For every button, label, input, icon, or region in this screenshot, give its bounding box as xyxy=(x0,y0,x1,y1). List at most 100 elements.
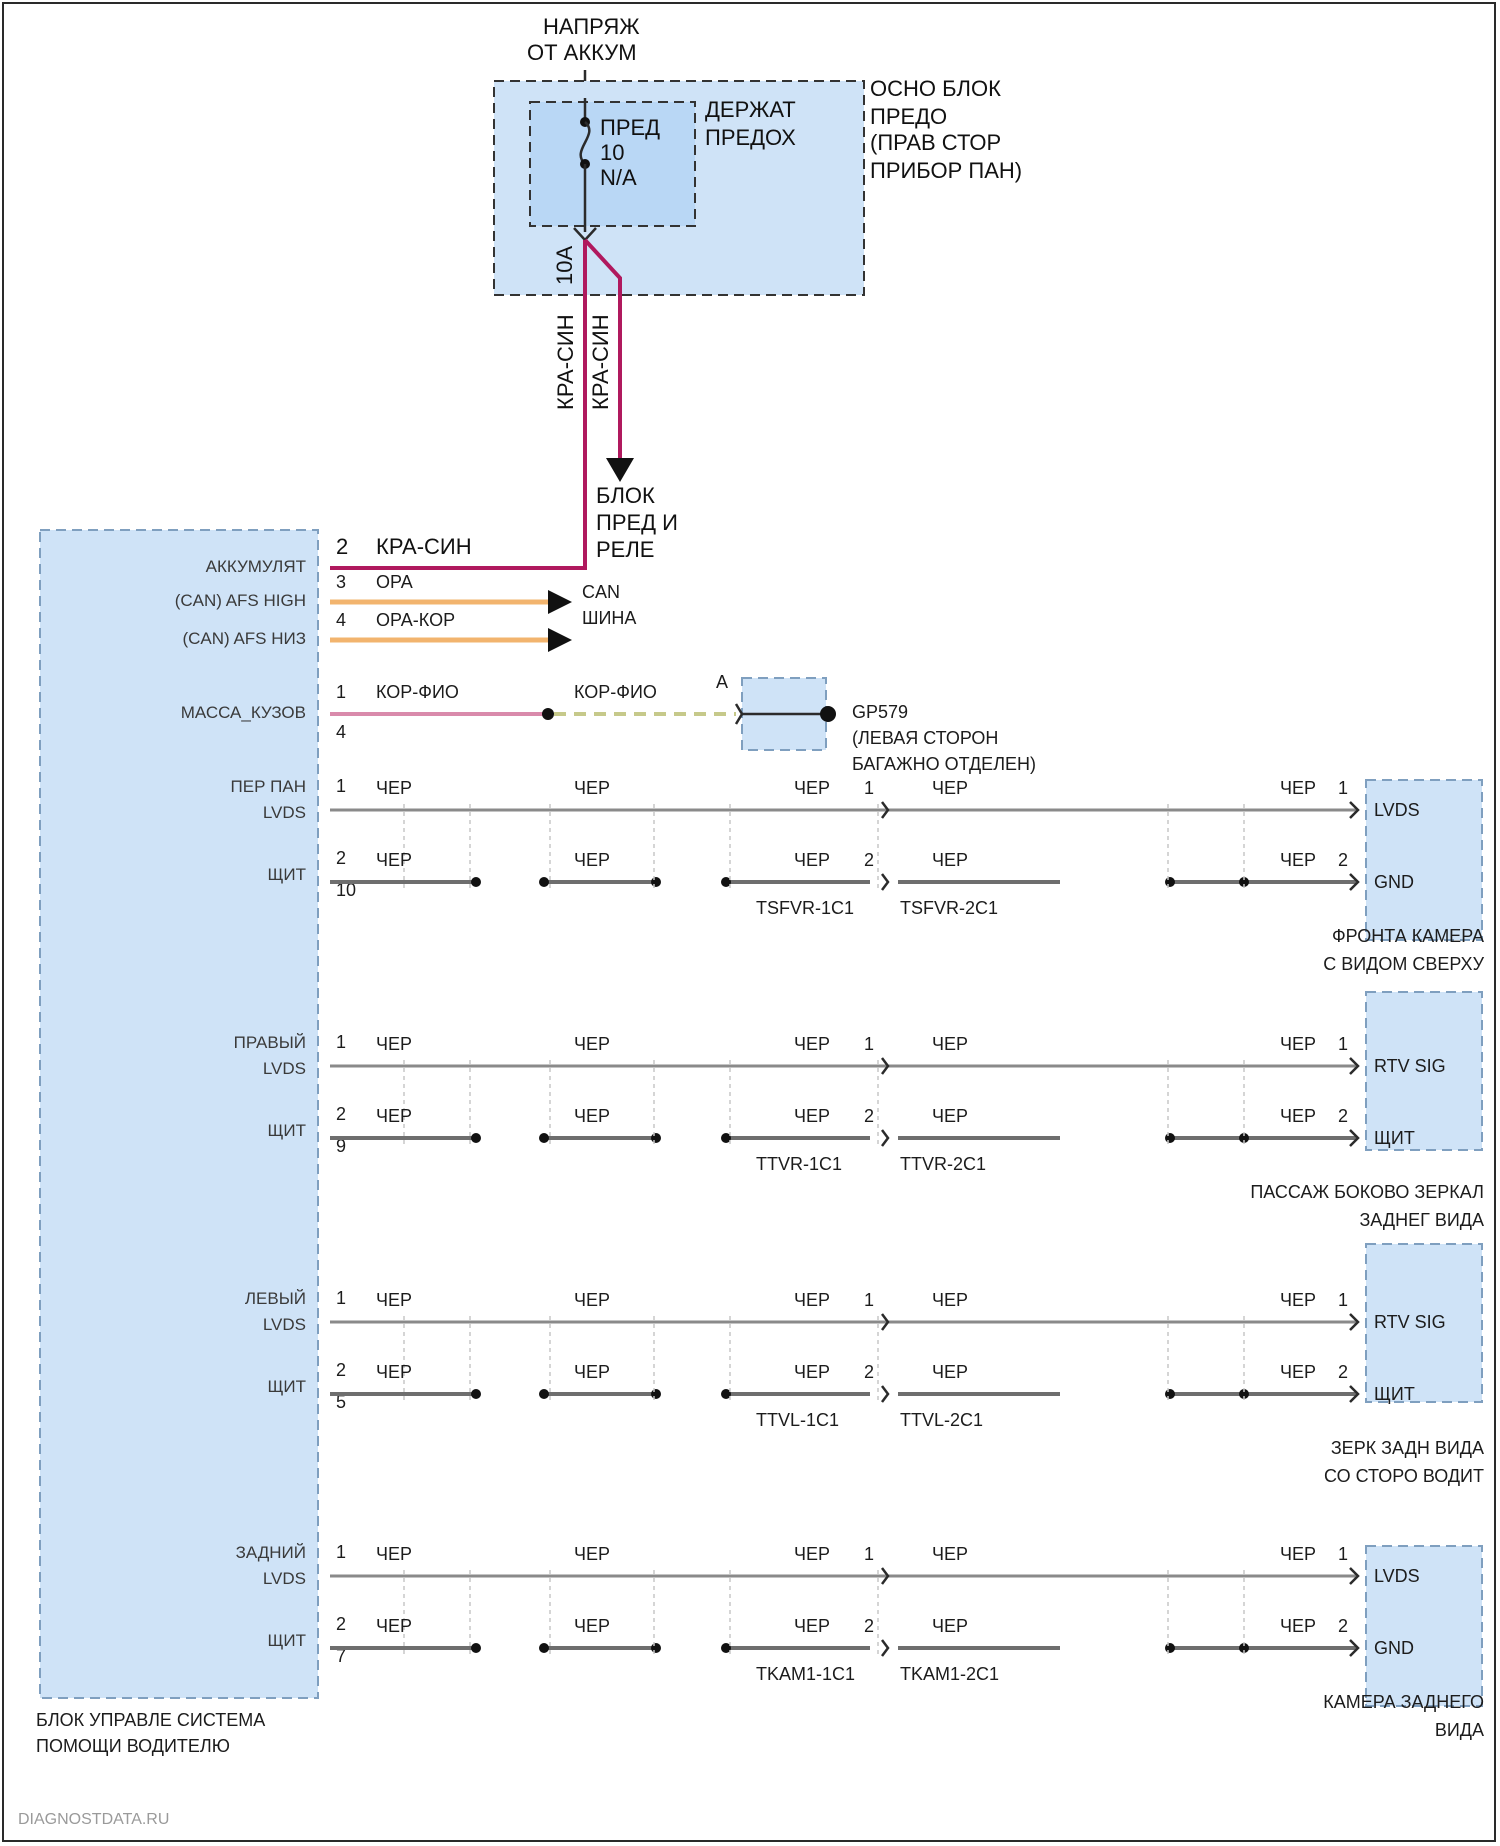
wire-color-label: ЧЕР xyxy=(574,1362,610,1382)
connector-id: TKAM1-1С1 xyxy=(756,1664,855,1684)
ecu-pin-gnd-label: ЩИТ xyxy=(267,1121,306,1140)
fuse-label-1: ПРЕД xyxy=(600,115,660,140)
pin-number: 1 xyxy=(864,778,874,798)
connector-id: TSFVR-2С1 xyxy=(900,898,998,918)
splice-point xyxy=(539,877,549,887)
device-pin-label: RTV SIG xyxy=(1374,1312,1446,1332)
ecu-pin-gnd-label: ЩИТ xyxy=(267,865,306,884)
relay-block-label-2: ПРЕД И xyxy=(596,510,678,535)
splice-point xyxy=(1165,877,1175,887)
pin-number: 1 xyxy=(1338,1034,1348,1054)
ground-point-label-3: БАГАЖНО ОТДЕЛЕН) xyxy=(852,754,1036,774)
main-fuse-block-label-3: (ПРАВ СТОР xyxy=(870,130,1001,155)
ecu-pin-sig-label: LVDS xyxy=(263,1315,306,1334)
wire-color-label: ЧЕР xyxy=(376,1544,412,1564)
arrow-down-icon xyxy=(606,458,634,482)
pin-number: 1 xyxy=(336,1288,346,1308)
device-pin-label: GND xyxy=(1374,872,1414,892)
splice-point xyxy=(539,1643,549,1653)
connector-icon xyxy=(736,704,742,724)
connector-icon xyxy=(882,874,888,890)
pin-number: 1 xyxy=(864,1290,874,1310)
ecu-pin-sig-label: ПРАВЫЙ xyxy=(234,1033,306,1052)
pin-number: 2 xyxy=(864,1616,874,1636)
relay-block-label-1: БЛОК xyxy=(596,483,655,508)
wire-color-label: ЧЕР xyxy=(574,1290,610,1310)
wire-color-label: ЧЕР xyxy=(1280,850,1316,870)
splice-point xyxy=(539,1133,549,1143)
splice-point xyxy=(651,1389,661,1399)
splice-point xyxy=(1165,1133,1175,1143)
device-pin-label: LVDS xyxy=(1374,800,1420,820)
connector-icon xyxy=(882,1130,888,1146)
wire-color-label: ЧЕР xyxy=(376,1290,412,1310)
fuse-holder-label-2: ПРЕДОХ xyxy=(705,125,796,150)
ecu-pin-sig-label: LVDS xyxy=(263,1059,306,1078)
camera-group: ПЕР ПАНLVDSЩИТ1210ЧЕРЧЕРЧЕРЧЕРЧЕРЧЕРЧЕРЧ… xyxy=(231,776,1485,974)
wire-color-label: ЧЕР xyxy=(794,850,830,870)
splice-point xyxy=(471,1133,481,1143)
connector-id: TSFVR-1С1 xyxy=(756,898,854,918)
splice-point xyxy=(651,877,661,887)
connector-icon xyxy=(882,1640,888,1656)
device-pin-label: LVDS xyxy=(1374,1566,1420,1586)
ecu-pin-can-low-num: 4 xyxy=(336,610,346,630)
wire-color-label: ЧЕР xyxy=(794,778,830,798)
ecu-pin-power-name: АККУМУЛЯТ xyxy=(206,557,306,576)
device-label: ПАССАЖ БОКОВО ЗЕРКАЛ xyxy=(1250,1182,1484,1202)
ground-wire-label: КОР-ФИО xyxy=(574,682,657,702)
wire-color-label: ЧЕР xyxy=(574,778,610,798)
device-label: ЗАДНЕГ ВИДА xyxy=(1359,1210,1484,1230)
fuse-label-3: N/A xyxy=(600,165,637,190)
device-pin-label: GND xyxy=(1374,1638,1414,1658)
main-fuse-block-label-2: ПРЕДО xyxy=(870,104,947,129)
pin-number: 1 xyxy=(336,1542,346,1562)
device-label: ВИДА xyxy=(1435,1720,1484,1740)
wire-color-label: ЧЕР xyxy=(376,1616,412,1636)
battery-label-line1: НАПРЯЖ xyxy=(543,14,640,39)
fuse-holder-label-1: ДЕРЖАТ xyxy=(705,97,796,122)
wire-color-label: ЧЕР xyxy=(932,1034,968,1054)
wire-color-label: ЧЕР xyxy=(932,1544,968,1564)
ecu-label-1: БЛОК УПРАВЛЕ СИСТЕМА xyxy=(36,1710,265,1730)
pin-number: 2 xyxy=(864,850,874,870)
ecu-pin-gnd-label: ЩИТ xyxy=(267,1377,306,1396)
connector-id: TTVL-2С1 xyxy=(900,1410,983,1430)
wire-color-label: ЧЕР xyxy=(794,1290,830,1310)
device-label: ФРОНТА КАМЕРА xyxy=(1332,926,1484,946)
wire-color-label: ЧЕР xyxy=(932,1290,968,1310)
ecu-pin-ground-wire: КОР-ФИО xyxy=(376,682,459,702)
ecu-pin-sig-label: ЛЕВЫЙ xyxy=(245,1289,306,1308)
pin-number: 2 xyxy=(1338,1362,1348,1382)
splice-point xyxy=(471,1389,481,1399)
wire-color-label: ЧЕР xyxy=(574,1616,610,1636)
wire-color-label: ЧЕР xyxy=(932,1616,968,1636)
pin-number: 1 xyxy=(864,1034,874,1054)
wire-color-label: ЧЕР xyxy=(376,1362,412,1382)
splice-point xyxy=(542,708,554,720)
wire-color-label-1: КРА-СИН xyxy=(553,314,578,410)
wire-color-label: ЧЕР xyxy=(376,778,412,798)
arrow-right-icon xyxy=(548,628,572,652)
ecu-pin-sig-label: ЗАДНИЙ xyxy=(236,1543,306,1562)
wire-color-label: ЧЕР xyxy=(932,1106,968,1126)
ecu-pin-ground-num: 1 xyxy=(336,682,346,702)
relay-block-label-3: РЕЛЕ xyxy=(596,537,654,562)
ecu-pin-can-high-wire: ОРА xyxy=(376,572,413,592)
wire-color-label: ЧЕР xyxy=(794,1106,830,1126)
wire-color-label: ЧЕР xyxy=(932,1362,968,1382)
ecu-pin-sig-label: LVDS xyxy=(263,803,306,822)
wire-color-label-2: КРА-СИН xyxy=(588,314,613,410)
ecu-pin-can-low-name: (CAN) AFS НИЗ xyxy=(182,629,306,648)
wire-color-label: ЧЕР xyxy=(794,1616,830,1636)
watermark: DIAGNOSTDATA.RU xyxy=(18,1811,169,1828)
pin-number: 1 xyxy=(336,1032,346,1052)
wire-color-label: ЧЕР xyxy=(794,1034,830,1054)
wire-color-label: ЧЕР xyxy=(376,850,412,870)
wire-color-label: ЧЕР xyxy=(794,1362,830,1382)
pin-number: 2 xyxy=(864,1106,874,1126)
wire-color-label: ЧЕР xyxy=(1280,1362,1316,1382)
ecu-pin-sig-label: ПЕР ПАН xyxy=(231,777,306,796)
